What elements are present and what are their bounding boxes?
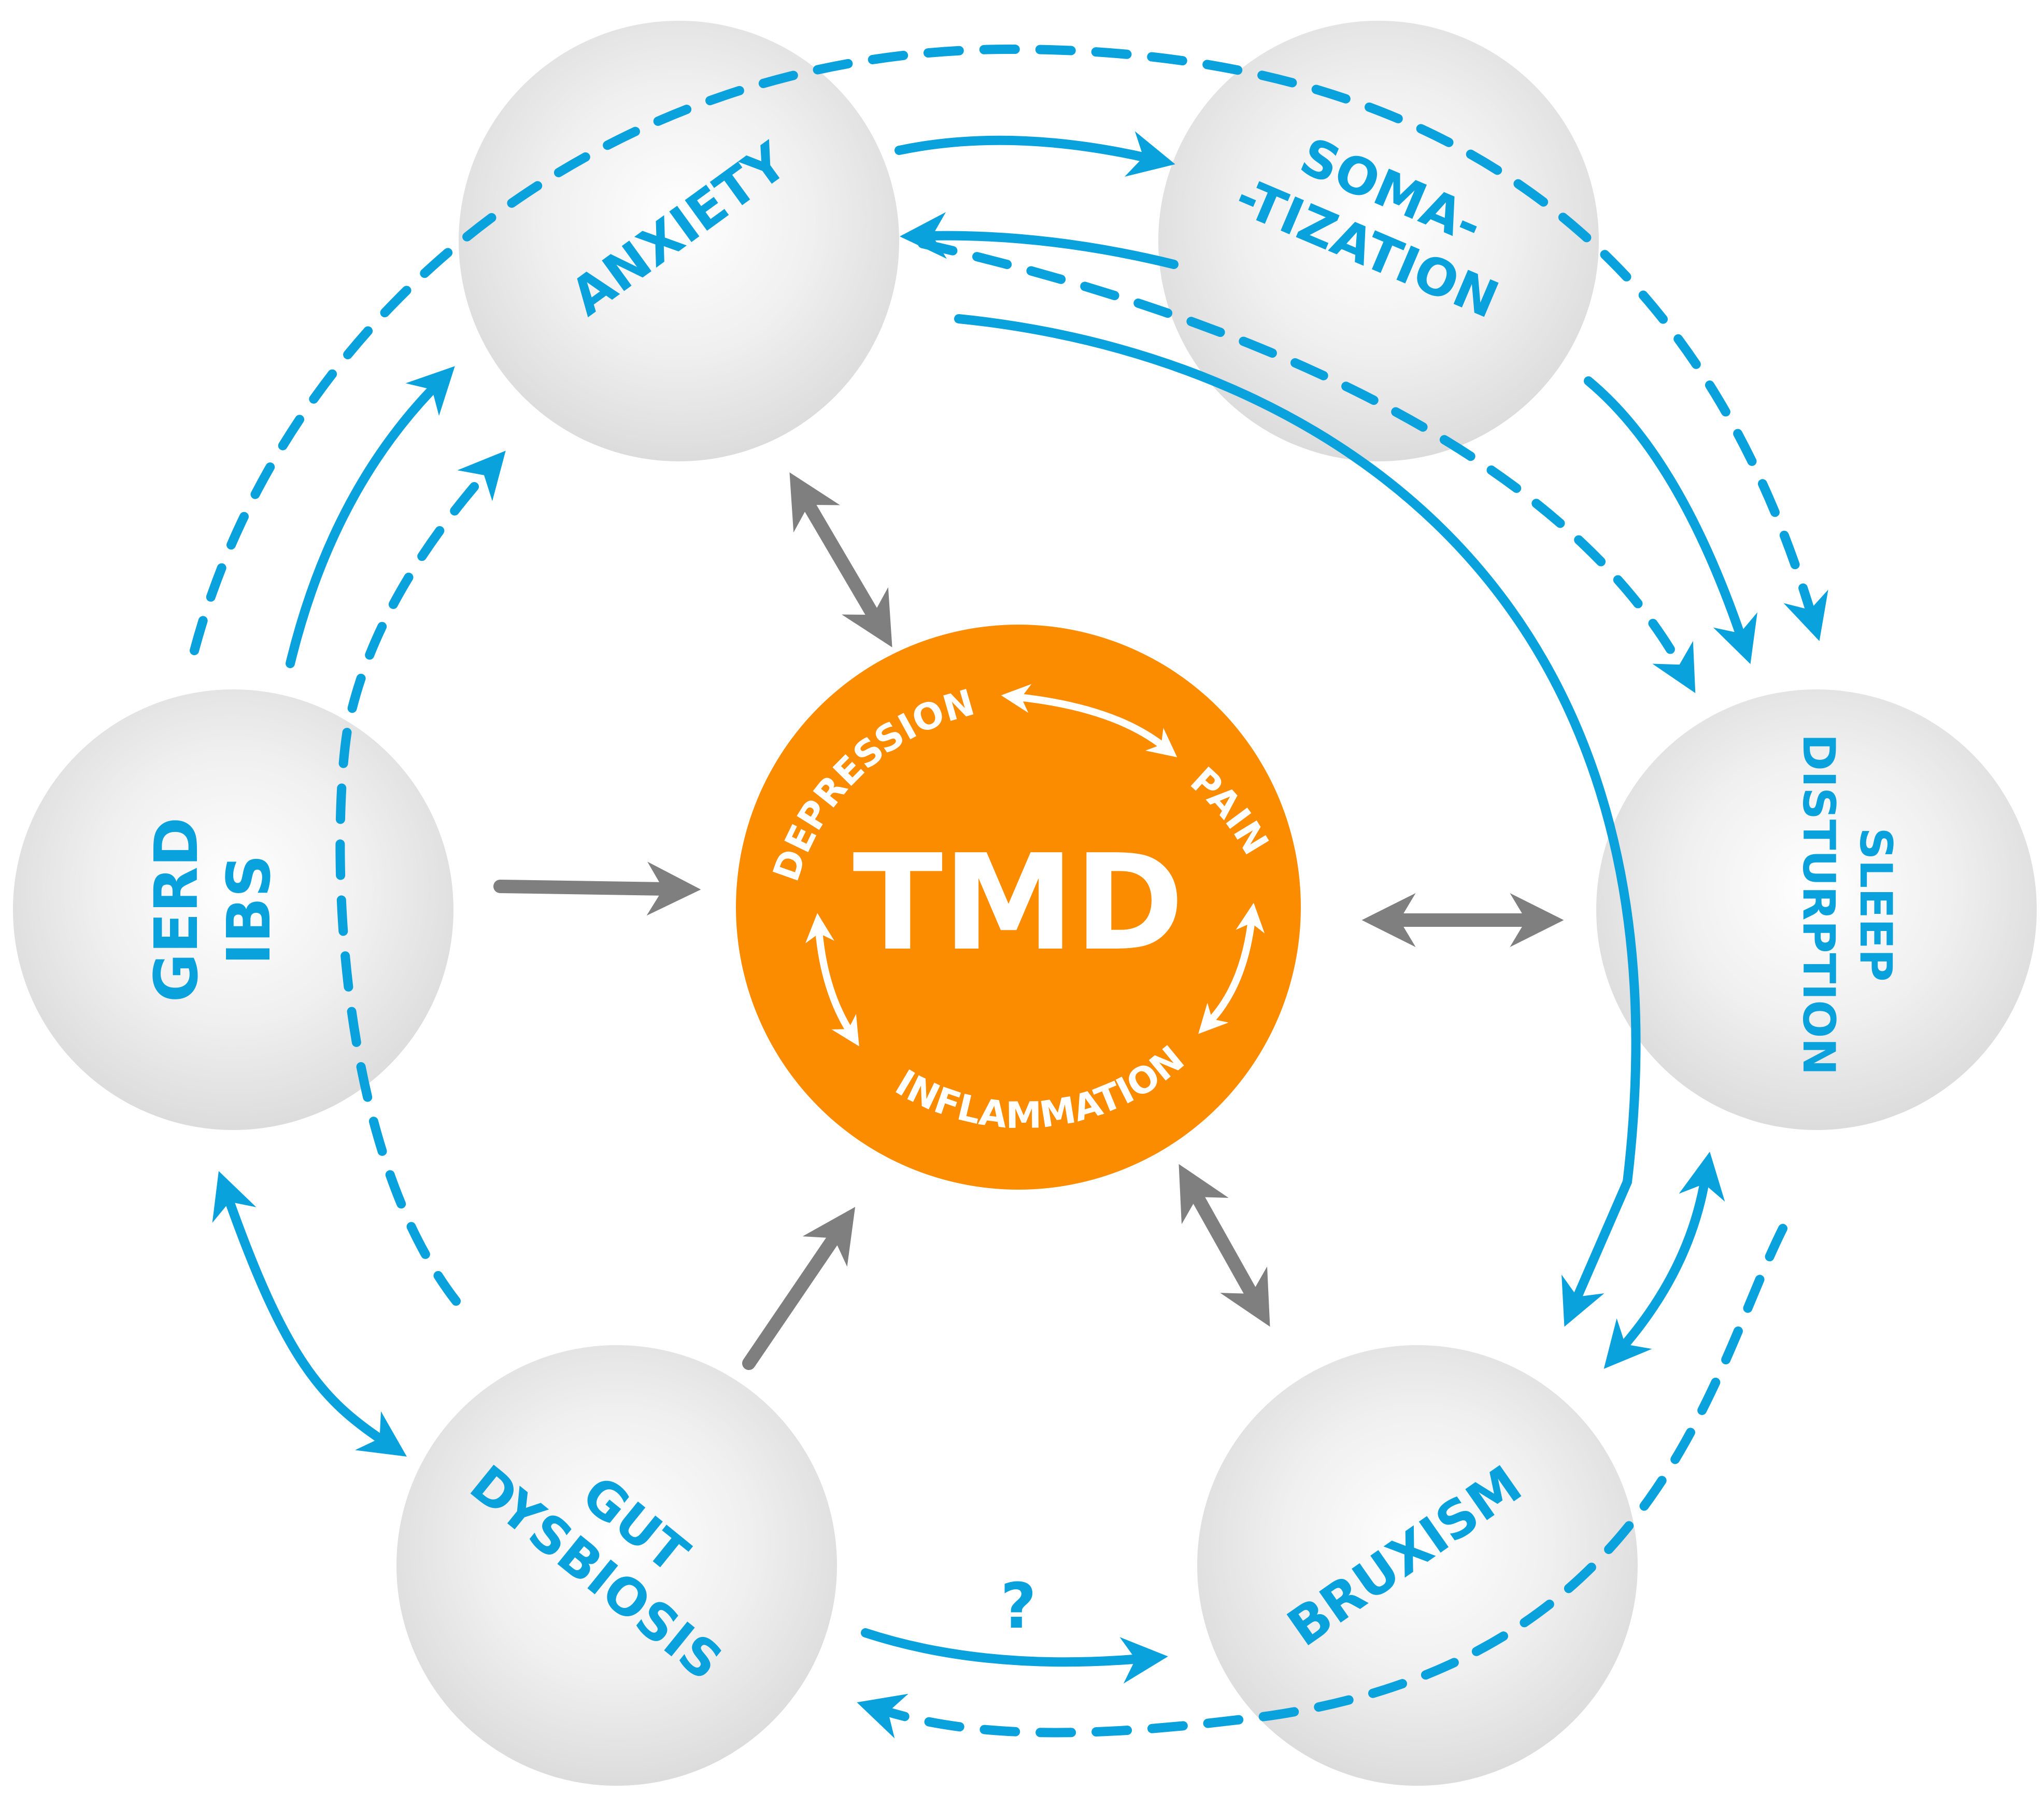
arrow-bruxism-tmd-bidirectional (1179, 1164, 1270, 1327)
arrow-gut-to-anxiety-dashed (335, 450, 506, 1306)
arrow-somatization-to-anxiety (900, 212, 1179, 269)
cycle-arrow-depression-pain (1001, 684, 1177, 757)
label-gerd: GERD IBS (142, 817, 284, 1003)
svg-text:DISTURPTION: DISTURPTION (1793, 734, 1844, 1076)
arrow-anxiety-to-somatization (895, 131, 1175, 177)
svg-text:SLEEP: SLEEP (1850, 827, 1901, 981)
cycle-arrow-pain-inflammation (1198, 902, 1265, 1034)
arrow-anxiety-tmd-bidirectional (789, 472, 892, 647)
arrow-gerd-to-anxiety (286, 366, 455, 668)
label-sleep: SLEEP DISTURPTION (1793, 734, 1901, 1076)
arrow-gut-to-bruxism (861, 1628, 1168, 1684)
node-gut[interactable] (396, 1345, 837, 1786)
arrow-sleep-bruxism-bidirectional (1603, 1151, 1725, 1369)
arrow-gerd-to-tmd (493, 862, 701, 916)
arrow-somatization-to-sleep (1584, 376, 1757, 665)
edge-label-question: ? (1000, 1571, 1037, 1643)
arrow-anxiety-to-sleep-dashed (918, 239, 1696, 694)
arrow-gut-to-tmd (742, 1207, 856, 1370)
arrow-gerd-gut-bidirectional (212, 1171, 407, 1457)
center-tmd[interactable] (736, 625, 1301, 1190)
svg-text:IBS: IBS (215, 854, 284, 965)
arrow-gerd-to-sleep-dashed (190, 44, 1828, 655)
node-sleep[interactable] (1596, 689, 2037, 1130)
arrow-anxiety-to-bruxism (954, 314, 1641, 1327)
node-bruxism[interactable] (1197, 1345, 1638, 1786)
arrow-bruxism-to-gut-dashed (857, 1224, 1787, 1739)
cycle-arrow-inflammation-depression (805, 913, 859, 1047)
svg-text:GERD: GERD (142, 817, 211, 1003)
node-anxiety[interactable] (459, 21, 899, 461)
center-title: TMD (853, 826, 1184, 980)
